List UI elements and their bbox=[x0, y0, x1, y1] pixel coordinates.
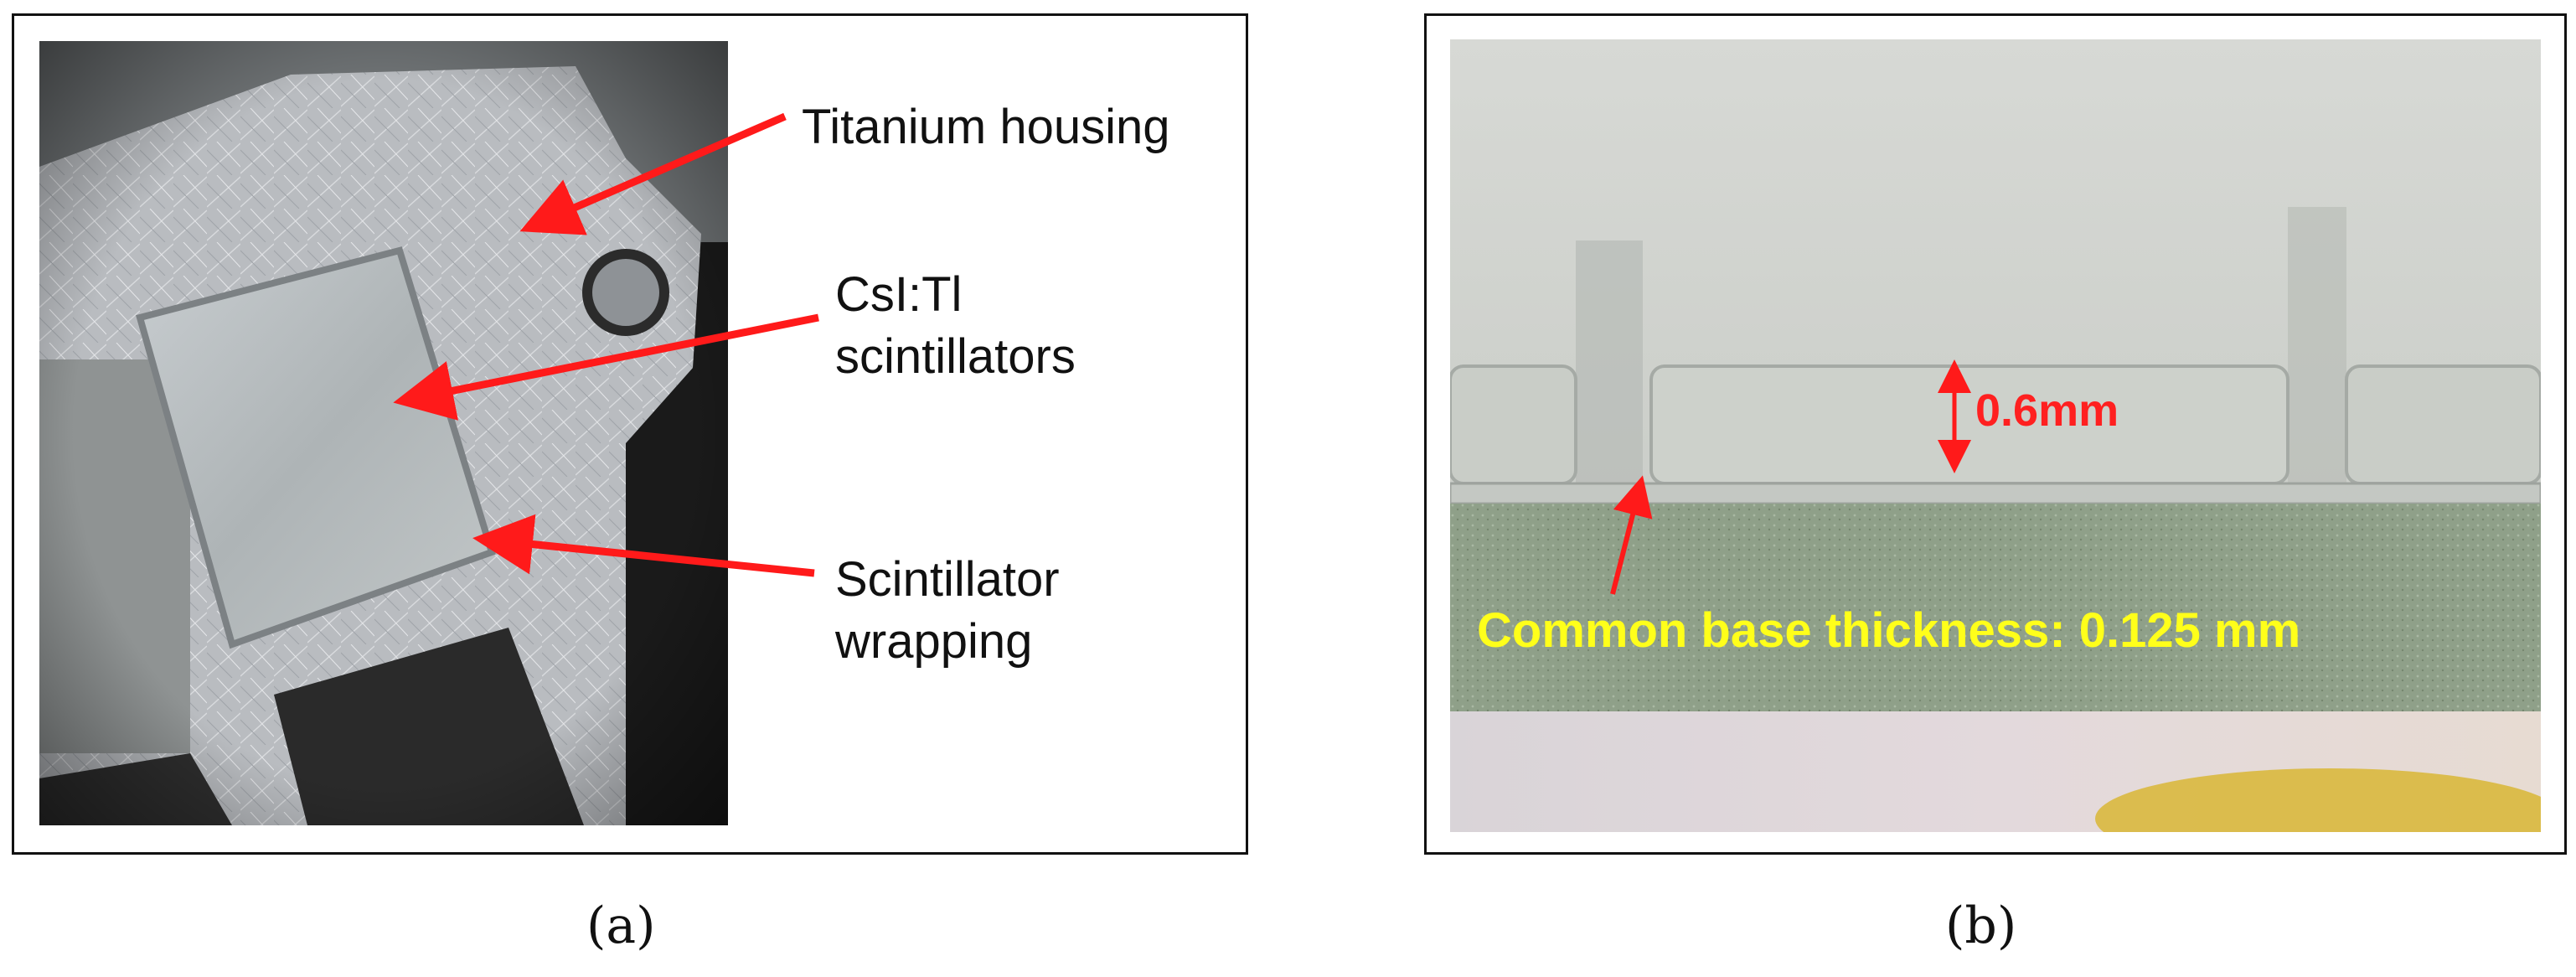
arrow-common-base bbox=[1610, 475, 1653, 595]
caption-a: (a) bbox=[586, 897, 656, 955]
arrow-scintillators bbox=[393, 313, 819, 421]
housing-photo-illustration bbox=[39, 41, 728, 825]
panel-b-arrows bbox=[1610, 359, 1971, 595]
cross-section-illustration bbox=[1450, 39, 2541, 832]
caption-b: (b) bbox=[1945, 897, 2017, 955]
label-common-base: Common base thickness: 0.125 mm bbox=[1477, 603, 2301, 658]
label-scintillator-wrapping: Scintillator wrapping bbox=[835, 552, 1060, 669]
arrow-wrapping bbox=[472, 514, 815, 577]
panel-a-frame: Titanium housing CsI:Tl scintillators Sc… bbox=[12, 13, 1248, 855]
label-titanium-housing: Titanium housing bbox=[802, 100, 1170, 154]
panel-a-arrows bbox=[393, 112, 819, 577]
arrow-housing bbox=[519, 112, 787, 235]
label-thickness: 0.6mm bbox=[1975, 385, 2119, 436]
cross-section-photo bbox=[1450, 39, 2541, 832]
titanium-housing-photo bbox=[39, 41, 728, 825]
panel-b-frame: 0.6mm Common base thickness: 0.125 mm bbox=[1424, 13, 2567, 855]
label-csi-scintillators: CsI:Tl scintillators bbox=[835, 267, 1076, 384]
